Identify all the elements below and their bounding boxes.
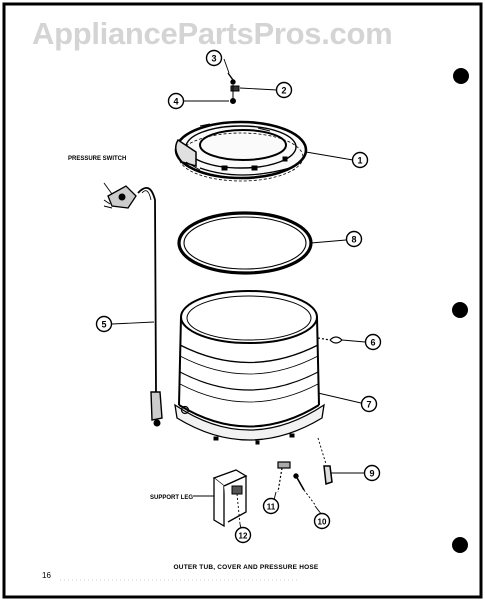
svg-text:11: 11 — [267, 503, 276, 512]
outer-tub — [174, 290, 325, 445]
binder-hole-middle — [452, 302, 468, 318]
leg-screw — [293, 473, 317, 507]
callout-10: 10 — [313, 512, 331, 530]
svg-text:5: 5 — [101, 320, 106, 330]
binder-hole-top — [453, 68, 469, 84]
callout-4: 4 — [167, 92, 185, 110]
callout-1: 1 — [351, 151, 369, 169]
page-number: 16 — [42, 571, 51, 580]
tub-cover — [174, 120, 308, 182]
support-leg — [212, 469, 248, 528]
callout-8: 8 — [345, 230, 363, 248]
callout-12: 12 — [234, 526, 252, 544]
tub-gasket — [177, 211, 313, 275]
pressure-switch — [103, 185, 137, 209]
svg-text:8: 8 — [351, 235, 356, 245]
callout-2: 2 — [275, 81, 293, 99]
svg-text:4: 4 — [173, 97, 178, 107]
label-pressure-switch: PRESSURE SWITCH — [68, 156, 126, 162]
callout-11: 11 — [262, 497, 280, 515]
svg-text:10: 10 — [318, 518, 327, 527]
tub-clip — [317, 336, 343, 344]
callout-9: 9 — [363, 464, 381, 482]
watermark: AppliancePartsPros.com — [32, 16, 392, 51]
svg-text:6: 6 — [370, 338, 375, 348]
svg-text:7: 7 — [366, 400, 371, 410]
svg-text:2: 2 — [281, 86, 286, 96]
svg-text:12: 12 — [239, 532, 248, 541]
callout-6: 6 — [364, 333, 382, 351]
hose-clip — [317, 437, 333, 486]
svg-text:9: 9 — [369, 469, 374, 479]
svg-text:3: 3 — [211, 54, 216, 64]
svg-text:1: 1 — [357, 156, 362, 166]
cover-fasteners — [227, 72, 240, 104]
leg-bracket — [277, 461, 291, 493]
callout-3: 3 — [205, 49, 223, 67]
binder-holes — [452, 68, 469, 553]
label-support-leg: SUPPORT LEG — [150, 495, 193, 501]
binder-hole-bottom — [452, 537, 468, 553]
callout-5: 5 — [95, 315, 113, 333]
diagram-caption: OUTER TUB, COVER AND PRESSURE HOSE — [174, 564, 319, 571]
pressure-hose — [137, 187, 163, 427]
callout-7: 7 — [360, 395, 378, 413]
